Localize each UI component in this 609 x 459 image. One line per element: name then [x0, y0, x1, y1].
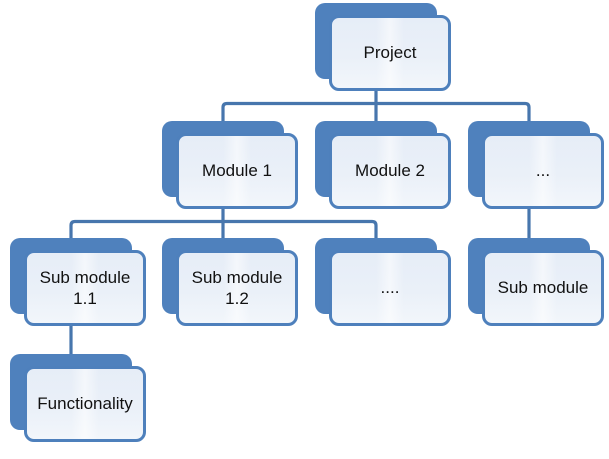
node-module2-label: Module 2	[355, 161, 425, 181]
node-module-more-label: ...	[535, 161, 551, 181]
node-project: Project	[315, 3, 451, 91]
node-module1-label: Module 1	[202, 161, 272, 181]
node-module-more: ...	[468, 121, 604, 209]
node-submodule12: Sub module 1.2	[162, 238, 298, 326]
connector-level2-bus	[221, 101, 531, 125]
node-submodule12-box: Sub module 1.2	[176, 250, 298, 326]
node-submodule-right-label: Sub module	[497, 278, 589, 298]
node-submodule-more: ....	[315, 238, 451, 326]
node-submodule11-label: Sub module 1.1	[39, 267, 131, 308]
node-submodule-more-box: ....	[329, 250, 451, 326]
node-submodule11-box: Sub module 1.1	[24, 250, 146, 326]
node-functionality-label: Functionality	[37, 394, 133, 414]
node-submodule-right-box: Sub module	[482, 250, 604, 326]
node-functionality-box: Functionality	[24, 366, 146, 442]
node-submodule11: Sub module 1.1	[10, 238, 146, 326]
node-submodule-right: Sub module	[468, 238, 604, 326]
node-module2: Module 2	[315, 121, 451, 209]
node-submodule12-label: Sub module 1.2	[191, 267, 283, 308]
connector-level3-bus	[69, 219, 378, 242]
node-project-box: Project	[329, 15, 451, 91]
node-module2-box: Module 2	[329, 133, 451, 209]
node-project-label: Project	[363, 43, 417, 63]
node-functionality: Functionality	[10, 354, 146, 442]
node-module1-box: Module 1	[176, 133, 298, 209]
node-submodule-more-label: ....	[380, 278, 400, 298]
node-module-more-box: ...	[482, 133, 604, 209]
node-module1: Module 1	[162, 121, 298, 209]
